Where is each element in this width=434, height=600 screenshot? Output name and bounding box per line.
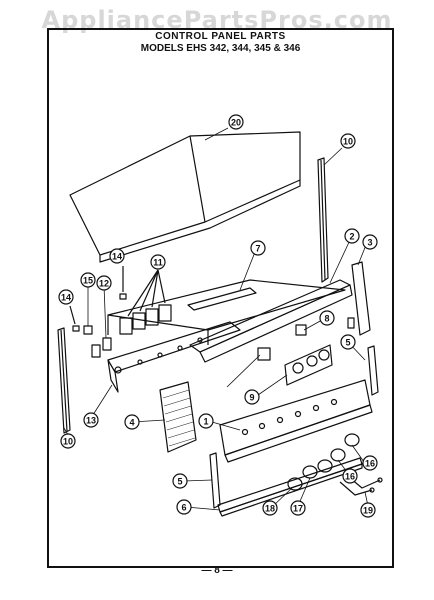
callout-label: 10 (343, 137, 353, 147)
callout-label: 14 (112, 252, 122, 262)
callout-label: 16 (365, 459, 375, 469)
callout-7: 7 (250, 240, 266, 256)
part-switch-group (119, 269, 172, 335)
callout-4: 4 (124, 414, 140, 430)
callout-label: 2 (349, 232, 354, 242)
callout-16: 16 (362, 455, 378, 471)
callout-16-lower: 16 (342, 468, 358, 484)
callout-label: 6 (181, 503, 186, 513)
callout-8: 8 (319, 310, 335, 326)
part-vent-grille (159, 381, 197, 453)
part-bottom-trim (217, 457, 363, 517)
callout-17: 17 (290, 500, 306, 516)
part-timer-module (284, 344, 333, 386)
callout-label: 13 (86, 416, 96, 426)
part-end-strip (367, 345, 379, 396)
callout-label: 19 (363, 506, 373, 516)
callout-label: 18 (265, 504, 275, 514)
callout-label: 9 (249, 393, 254, 403)
part-side-bracket (347, 261, 371, 336)
part-screw (69, 266, 127, 332)
callout-label: 7 (255, 244, 260, 254)
part-control-panel (107, 321, 241, 393)
callout-11: 11 (150, 254, 166, 270)
callout-9: 9 (244, 389, 260, 405)
callout-label: 17 (293, 504, 303, 514)
callout-1: 1 (198, 413, 214, 429)
page-number: — 8 — (201, 565, 233, 576)
part-control-knobs (287, 433, 360, 491)
part-side-rail-right (317, 157, 329, 283)
callout-label: 12 (99, 279, 109, 289)
part-clip (83, 325, 112, 358)
callout-10-lower: 10 (60, 433, 76, 449)
part-side-rail-left (57, 327, 71, 434)
part-front-panel (219, 379, 373, 463)
part-back-frame (107, 279, 346, 345)
callout-label: 4 (129, 418, 134, 428)
callout-3: 3 (362, 234, 378, 250)
part-mounting-bracket (257, 324, 307, 361)
callout-label: 14 (61, 293, 71, 303)
callout-2: 2 (344, 228, 360, 244)
callout-18: 18 (262, 500, 278, 516)
callout-13: 13 (83, 412, 99, 428)
callout-label: 8 (324, 314, 329, 324)
part-end-strip-lower (209, 452, 221, 509)
callout-label: 1 (203, 417, 208, 427)
callout-15: 15 (80, 272, 96, 288)
callout-20: 20 (228, 114, 244, 130)
callout-label: 10 (63, 437, 73, 447)
part-trim-strip (189, 279, 353, 363)
callout-14-lower: 14 (58, 289, 74, 305)
diagram-subtitle: MODELS EHS 342, 344, 345 & 346 (140, 43, 301, 54)
callout-19: 19 (360, 502, 376, 518)
callout-10: 10 (340, 133, 356, 149)
callout-5: 5 (340, 334, 356, 350)
diagram-frame (47, 28, 394, 568)
callout-label: 16 (345, 472, 355, 482)
callout-label: 5 (177, 477, 182, 487)
callout-label: 20 (231, 118, 241, 128)
part-top-cover (69, 131, 301, 263)
diagram-title: CONTROL PANEL PARTS (155, 31, 286, 42)
callout-label: 11 (153, 258, 163, 268)
callout-6: 6 (176, 499, 192, 515)
callout-label: 5 (345, 338, 350, 348)
callout-label: 3 (367, 238, 372, 248)
callout-label: 15 (83, 276, 93, 286)
callout-12: 12 (96, 275, 112, 291)
callout-group: 20 10 14 11 7 2 3 15 12 14 8 5 13 9 10 4… (58, 114, 378, 518)
callout-14: 14 (109, 248, 125, 264)
callout-5-lower: 5 (172, 473, 188, 489)
